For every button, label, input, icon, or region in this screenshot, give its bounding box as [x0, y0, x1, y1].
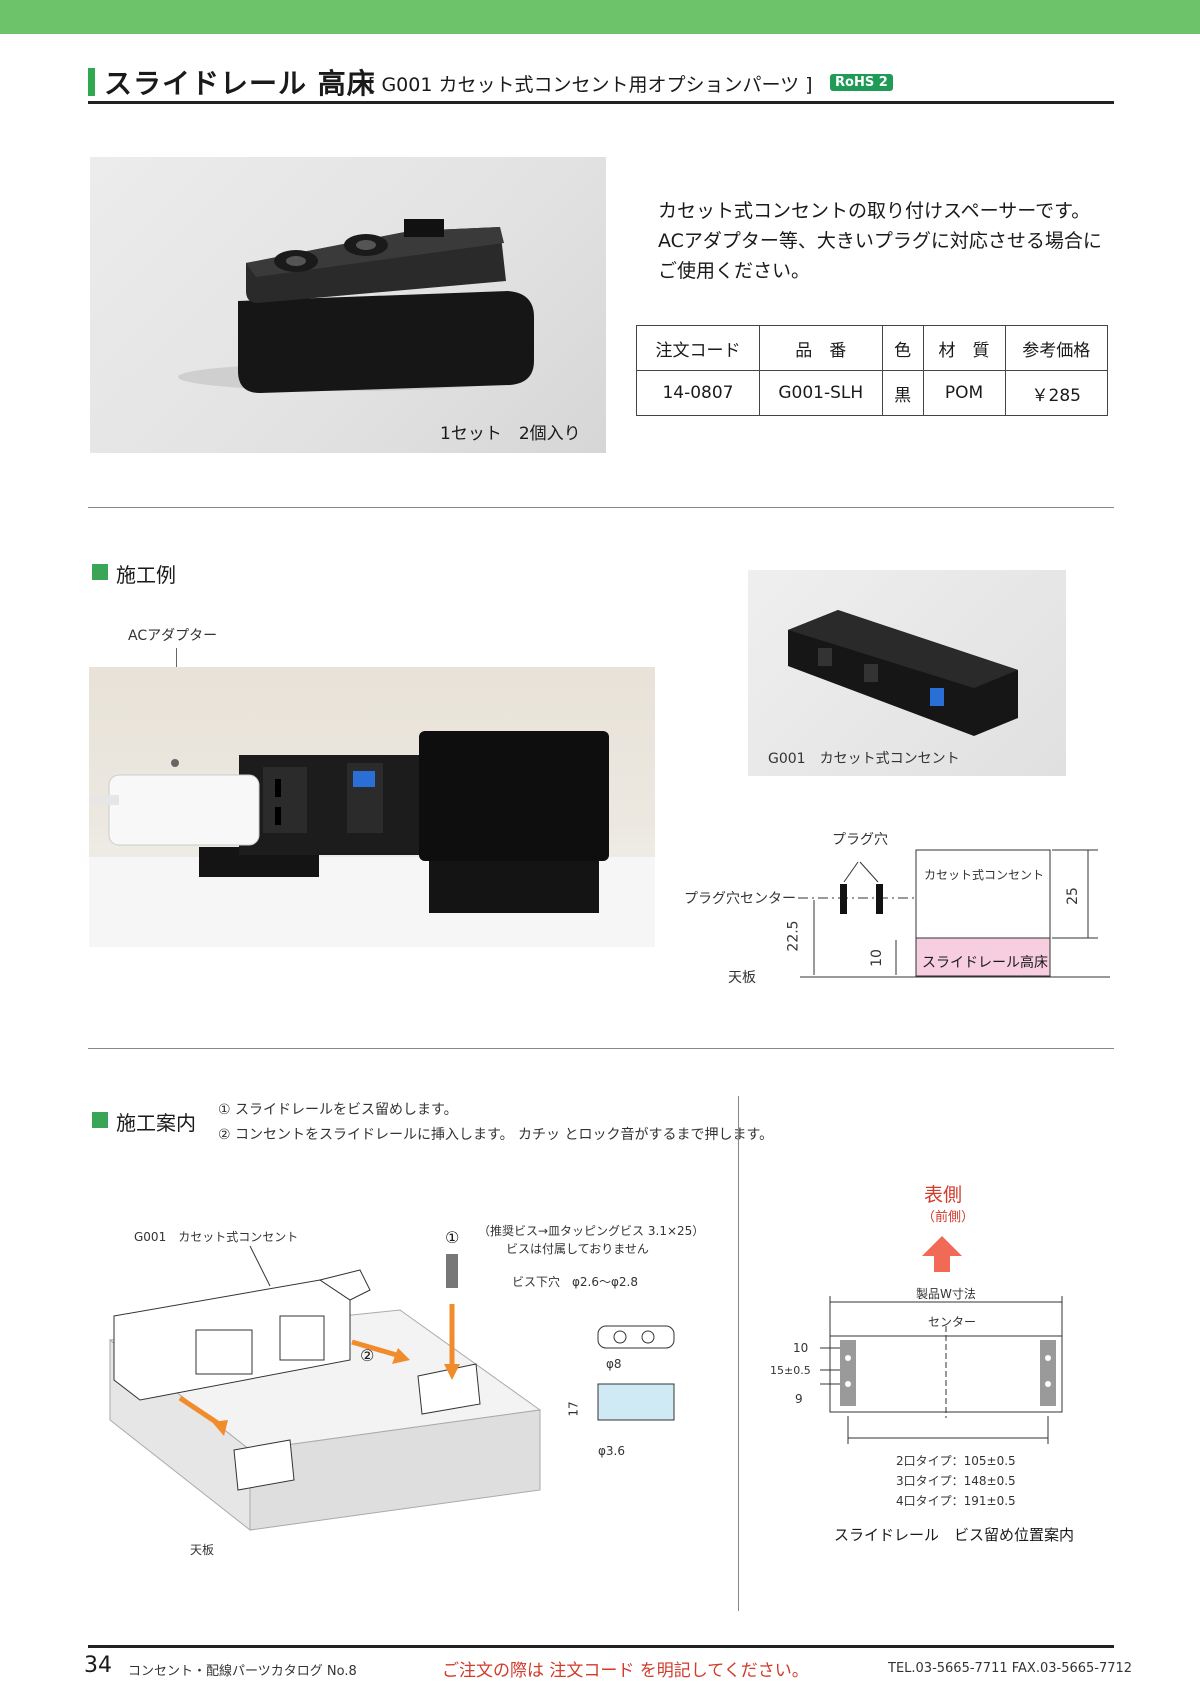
- description-line: カセット式コンセントの取り付けスペーサーです。: [658, 200, 1091, 222]
- dim-9-label: 9: [795, 1392, 803, 1406]
- phi-3-6-label: φ3.6: [598, 1444, 625, 1458]
- table-cell: ￥285: [1004, 370, 1109, 416]
- product-photo: 1セット 2個入り: [90, 157, 606, 453]
- section-title-example: 施工例: [116, 563, 176, 587]
- phi-8-label: φ8: [606, 1357, 622, 1371]
- order-note: ご注文の際は 注文コード を明記してください。: [442, 1661, 809, 1681]
- page-title: スライドレール 高床: [104, 67, 376, 100]
- center-label: センター: [928, 1315, 977, 1329]
- cassette-box-label: カセット式コンセント: [924, 868, 1045, 882]
- dim-25: 25: [1064, 887, 1081, 905]
- column-header: 注文コード: [636, 325, 760, 371]
- rail-box-label: スライドレール高床: [922, 955, 1048, 971]
- guide-tabletop-label: 天板: [190, 1543, 215, 1557]
- plug-height-diagram: [798, 849, 1110, 978]
- column-header: 品 番: [758, 325, 883, 371]
- type-4-dimension: 4口タイプ：191±0.5: [896, 1494, 1016, 1508]
- guide-step-2: ② コンセントをスライドレールに挿入します。 カチッ とロック音がするまで押しま…: [218, 1127, 774, 1143]
- dim-22-5: 22.5: [785, 920, 802, 952]
- step-number-2: ②: [360, 1346, 375, 1365]
- dim-10-label: 10: [793, 1341, 809, 1355]
- type-2-dimension: 2口タイプ：105±0.5: [896, 1454, 1016, 1468]
- ac-adapter-label: ACアダプター: [128, 628, 218, 644]
- plug-arrow: [843, 861, 859, 883]
- description-line: ACアダプター等、大きいプラグに対応させる場合に: [658, 230, 1102, 252]
- plug-pin: [840, 884, 847, 914]
- top-color-bar: [0, 0, 1200, 34]
- product-description: カセット式コンセントの取り付けスペーサーです。 ACアダプター等、大きいプラグに…: [658, 196, 1118, 286]
- screw-note-recommended: （推奨ビス→皿タッピングビス 3.1×25）: [478, 1224, 705, 1238]
- plug-center-label: プラグ穴センター: [684, 891, 796, 907]
- description-line: ご使用ください。: [658, 260, 811, 282]
- installation-photo: [89, 667, 655, 947]
- cassette-caption: G001 カセット式コンセント: [768, 751, 960, 767]
- table-cell: 黒: [881, 370, 924, 416]
- title-marker: [88, 68, 95, 96]
- product-width-label: 製品W寸法: [916, 1287, 976, 1301]
- page-subtitle: [ G001 カセット式コンセント用オプションパーツ ]: [368, 74, 813, 96]
- section-divider: [88, 1048, 1114, 1049]
- section-marker: [92, 564, 108, 580]
- guide-step-1: ① スライドレールをビス留めします。: [218, 1102, 458, 1118]
- plug-pin: [876, 884, 883, 914]
- rail-box: [915, 937, 1051, 977]
- spec-table: 注文コード 品 番 色 材 質 参考価格 14-0807 G001-SLH 黒 …: [636, 325, 1109, 416]
- column-header: 材 質: [922, 325, 1006, 371]
- guide-divider: [738, 1096, 739, 1611]
- rohs-badge: RoHS 2: [830, 74, 893, 91]
- front-side-label: 表側: [924, 1184, 963, 1206]
- title-rule: [88, 101, 1114, 104]
- column-header: 色: [881, 325, 924, 371]
- page-number: 34: [84, 1653, 112, 1678]
- section-marker: [92, 1112, 108, 1128]
- table-cell: G001-SLH: [758, 370, 883, 416]
- plug-arrow: [859, 861, 879, 883]
- screw-position-caption: スライドレール ビス留め位置案内: [834, 1526, 1075, 1544]
- dim-10: 10: [868, 949, 885, 967]
- footer-rule: [88, 1645, 1114, 1648]
- table-header-row: 注文コード 品 番 色 材 質 参考価格: [636, 325, 1109, 371]
- section-title-guide: 施工案内: [116, 1111, 196, 1135]
- table-cell: 14-0807: [636, 370, 760, 416]
- type-3-dimension: 3口タイプ：148±0.5: [896, 1474, 1016, 1488]
- table-row: 14-0807 G001-SLH 黒 POM ￥285: [636, 370, 1109, 416]
- photo-caption: 1セット 2個入り: [440, 424, 581, 444]
- plug-hole-label: プラグ穴: [832, 832, 888, 848]
- tabletop-label: 天板: [728, 970, 756, 986]
- column-header: 参考価格: [1004, 325, 1109, 371]
- cassette-photo: G001 カセット式コンセント: [748, 570, 1066, 776]
- installation-image: [89, 731, 655, 947]
- contact-info: TEL.03-5665-7711 FAX.03-5665-7712: [888, 1661, 1133, 1676]
- catalog-name: コンセント・配線パーツカタログ No.8: [128, 1664, 357, 1679]
- guide-cassette-label: G001 カセット式コンセント: [134, 1230, 299, 1244]
- dim-15-label: 15±0.5: [770, 1364, 811, 1377]
- cassette-box: [915, 849, 1051, 939]
- step-number-1: ①: [445, 1228, 460, 1247]
- rail-product-image: [178, 219, 534, 393]
- cassette-outlet-image: [788, 610, 1018, 736]
- table-cell: POM: [922, 370, 1006, 416]
- screw-position-diagram: [820, 1296, 1063, 1444]
- up-arrow-icon: [922, 1236, 962, 1272]
- screw-note-not-included: ビスは付属しておりません: [506, 1242, 649, 1256]
- screw-hole-note: ビス下穴 φ2.6～φ2.8: [512, 1275, 639, 1289]
- install-illustration: [108, 1245, 675, 1532]
- section-divider: [88, 507, 1114, 508]
- dim-17-label: 17: [566, 1401, 581, 1417]
- front-side-sub: （前側）: [922, 1210, 975, 1225]
